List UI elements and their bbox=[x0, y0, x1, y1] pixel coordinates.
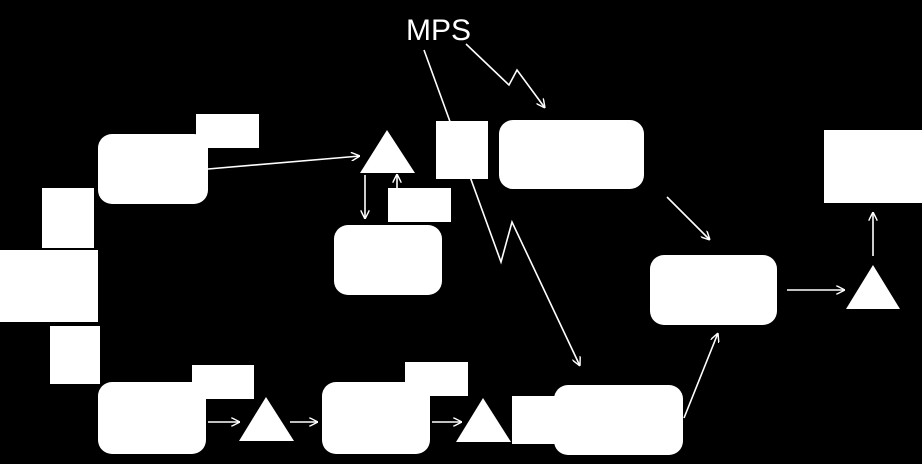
mps-label: MPS bbox=[406, 14, 471, 47]
mps-arrow-to-bottom-right-process bbox=[423, 49, 580, 366]
left-large-box bbox=[0, 250, 98, 322]
bottom-middle-inventory-triangle bbox=[456, 398, 511, 442]
center-inventory-triangle bbox=[360, 130, 415, 173]
arrow-bottom-right-to-right-process bbox=[683, 333, 718, 419]
bottom-middle-process-box bbox=[322, 382, 430, 454]
bottom-right-process-box bbox=[554, 385, 683, 455]
mps-arrow-to-upper-right-process bbox=[465, 43, 545, 108]
customer-box bbox=[824, 130, 922, 203]
left-bottom-box bbox=[50, 326, 100, 384]
center-process-box bbox=[334, 225, 442, 295]
center-small-data-box bbox=[388, 188, 451, 222]
right-process-box bbox=[650, 255, 777, 325]
right-inventory-triangle bbox=[846, 265, 900, 309]
upper-left-process-box bbox=[98, 134, 208, 204]
upper-left-data-box bbox=[196, 114, 259, 148]
bottom-left-data-box bbox=[192, 365, 254, 399]
arrow-upper-right-to-right-process bbox=[666, 196, 710, 240]
arrow-upper-left-to-triangle bbox=[207, 156, 360, 170]
mps-square-box bbox=[436, 121, 488, 179]
left-top-box bbox=[42, 188, 94, 248]
upper-right-process-box bbox=[499, 120, 644, 189]
bottom-left-process-box bbox=[98, 382, 206, 454]
bottom-middle-data-box bbox=[405, 362, 468, 396]
bottom-small-square-box bbox=[512, 396, 555, 444]
bottom-left-inventory-triangle bbox=[239, 397, 294, 441]
